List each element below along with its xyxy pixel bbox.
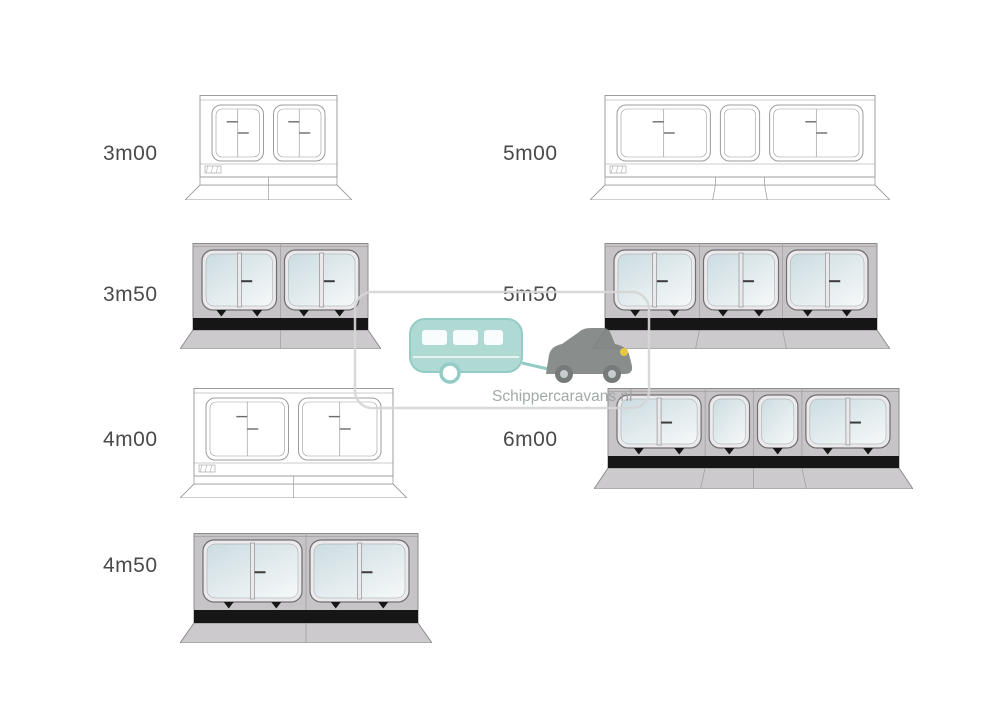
- awning-drawing-5m50: [591, 243, 891, 350]
- size-label-4m50: 4m50: [103, 554, 158, 577]
- size-label-3m50: 3m50: [103, 283, 158, 306]
- awning-drawing-4m00: [178, 388, 409, 499]
- size-label-5m00: 5m00: [503, 142, 558, 165]
- awning-drawing-3m00: [183, 95, 354, 201]
- awning-drawing-4m50: [179, 533, 433, 644]
- awning-drawing-3m50: [179, 243, 382, 350]
- awning-drawing-6m00: [593, 388, 914, 490]
- caravan-icon: [409, 318, 549, 384]
- size-label-6m00: 6m00: [503, 428, 558, 451]
- awning-drawing-5m00: [588, 95, 892, 201]
- size-label-4m00: 4m00: [103, 428, 158, 451]
- headlight-dot: [620, 348, 628, 356]
- size-label-3m00: 3m00: [103, 142, 158, 165]
- size-label-5m50: 5m50: [503, 283, 558, 306]
